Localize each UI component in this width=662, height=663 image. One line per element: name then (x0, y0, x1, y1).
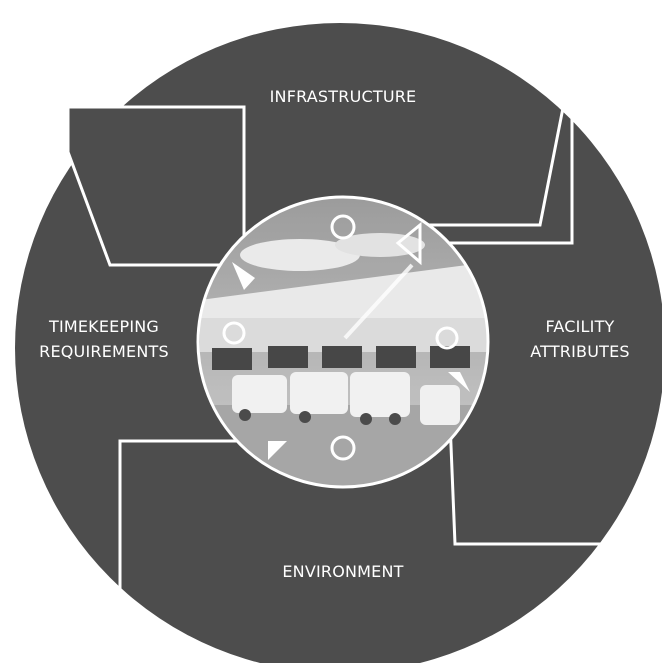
center-photo (198, 197, 488, 487)
arrow-head-right (395, 221, 422, 266)
center-photo-border (196, 195, 490, 489)
connector-ring-top (330, 214, 356, 240)
label-environment-text: ENVIRONMENT (282, 562, 404, 581)
label-timekeeping-line1: TIMEKEEPING (48, 317, 160, 336)
label-infrastructure: INFRASTRUCTURE (231, 84, 455, 109)
label-facility-line2: ATTRIBUTES (530, 342, 630, 361)
arrow-head-bottom-right (448, 372, 470, 392)
arrow-head-top (232, 262, 255, 290)
label-facility-attributes: FACILITY ATTRIBUTES (500, 314, 660, 364)
label-infrastructure-text: INFRASTRUCTURE (269, 87, 417, 106)
connector-ring-left (222, 321, 246, 345)
arrow-head-bottom-left (268, 441, 287, 460)
label-timekeeping-line2: REQUIREMENTS (39, 342, 169, 361)
label-facility-line1: FACILITY (545, 317, 615, 336)
connector-ring-right (435, 326, 459, 350)
connector-ring-bottom (330, 435, 356, 461)
label-timekeeping-requirements: TIMEKEEPING REQUIREMENTS (14, 314, 194, 364)
label-environment: ENVIRONMENT (231, 559, 455, 584)
